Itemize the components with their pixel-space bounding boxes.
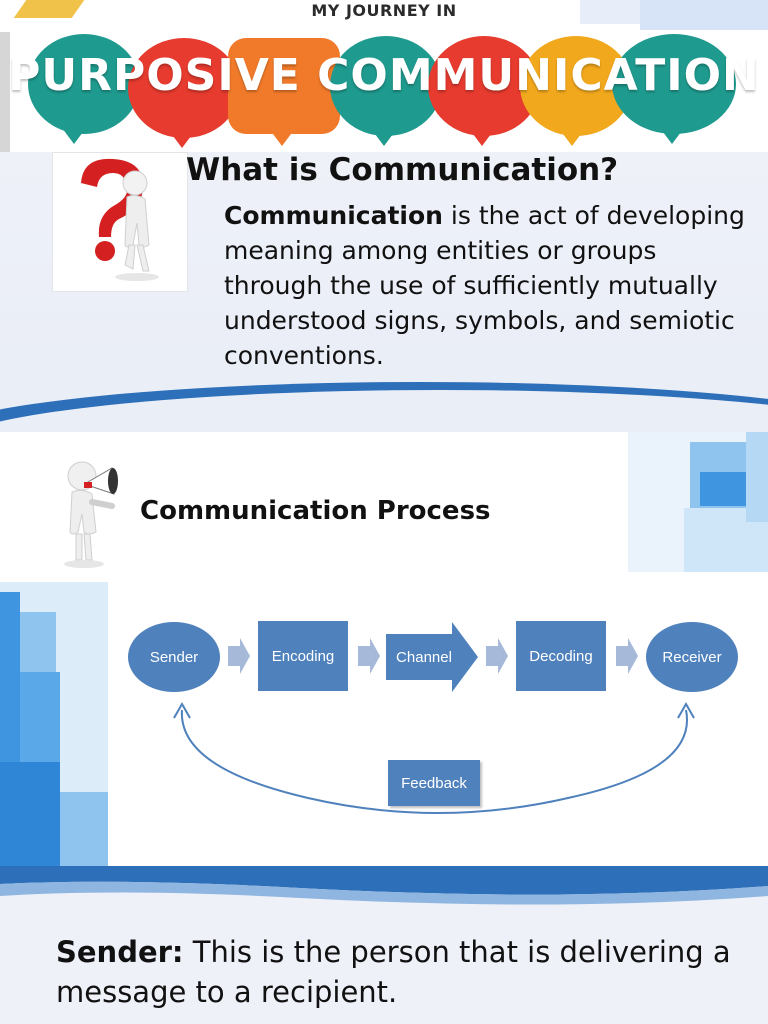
header-banner: MY JOURNEY IN PURPOSIVE COMMUNICATION [0,0,768,152]
diagram-node-decoding: Decoding [516,621,606,691]
decorative-block [640,0,768,30]
section-heading: Communication Process [140,496,491,526]
channel-arrow-shape [386,622,478,692]
diagram-node-feedback: Feedback [388,760,480,806]
definition-term: Communication [224,201,443,230]
sender-section [0,866,768,1024]
definition-text: Communication is the act of developing m… [224,198,754,373]
sender-body: This is the person that is delivering a … [56,935,731,1009]
decorative-block [580,0,640,24]
diagram-node-sender: Sender [128,622,220,692]
section-heading: What is Communication? [186,152,619,188]
sender-definition: Sender: This is the person that is deliv… [56,932,756,1012]
banner-title: PURPOSIVE COMMUNICATION [8,50,760,101]
decorative-bar [0,32,10,152]
diagram-node-channel: Channel [396,648,452,666]
megaphone-figure-image [52,452,132,572]
diagram-node-receiver: Receiver [646,622,738,692]
diagram-node-encoding: Encoding [258,621,348,691]
communication-process-diagram: Sender Encoding Channel Decoding Receive… [108,588,760,864]
definition-body: is the act of developing meaning among e… [224,201,745,370]
question-mark-figure-image [52,152,188,292]
sender-term: Sender: [56,935,184,969]
decorative-wave [0,866,768,905]
banner-subtitle: MY JOURNEY IN [311,1,457,20]
